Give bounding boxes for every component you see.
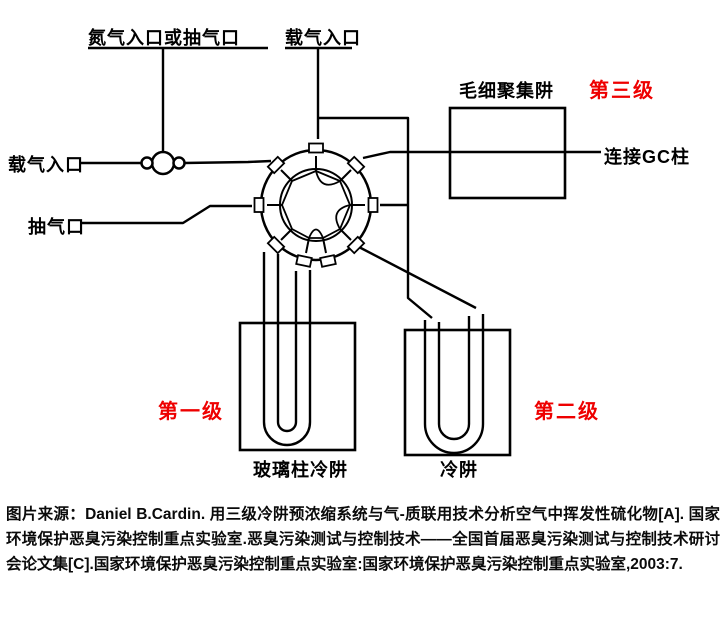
label-cold-trap: 冷阱	[440, 460, 478, 480]
label-carrier-inlet-top: 载气入口	[285, 28, 361, 48]
rotary-valve	[253, 142, 379, 268]
tubing	[80, 46, 601, 319]
label-pump-port: 抽气口	[28, 217, 85, 237]
valve-ports	[253, 142, 379, 268]
trap2-u-outer	[423, 314, 485, 455]
label-nitrogen-inlet: 氮气入口或抽气口	[88, 28, 240, 48]
label-stage-3: 第三级	[589, 80, 655, 102]
ballvalve-to-valve-line	[183, 159, 272, 165]
trap1-box	[238, 321, 357, 452]
label-glass-column-trap: 玻璃柱冷阱	[253, 460, 348, 480]
trap2-u-inner	[437, 316, 471, 441]
capillary-trap-box	[448, 106, 567, 200]
trap2-box	[403, 328, 512, 457]
valve-port	[346, 155, 366, 175]
valve-port	[346, 235, 366, 255]
label-carrier-inlet-left: 载气入口	[8, 155, 84, 175]
ball-valve-body	[150, 150, 176, 176]
valve-port	[295, 254, 313, 268]
valve-port	[266, 155, 286, 175]
pump-line	[80, 204, 252, 225]
trap1-u-outer	[262, 252, 312, 447]
trap2-feed-line	[356, 244, 477, 310]
ball-valve-right-nut	[172, 156, 186, 170]
label-stage-2: 第二级	[534, 401, 600, 423]
valve-port	[253, 197, 265, 213]
gc-line	[362, 150, 601, 160]
valve-port	[319, 254, 337, 268]
boxes	[238, 106, 567, 457]
label-gc-column: 连接GC柱	[604, 147, 690, 167]
valve-port	[308, 142, 324, 154]
label-capillary-trap: 毛细聚集阱	[459, 81, 554, 101]
preconcentration-diagram	[80, 46, 601, 457]
valve-port	[367, 197, 379, 213]
image-source-caption: 图片来源：Daniel B.Cardin. 用三级冷阱预浓缩系统与气-质联用技术…	[6, 506, 720, 574]
valve-port-stubs	[267, 156, 365, 254]
valve-port	[266, 235, 286, 255]
bypass-line	[318, 116, 433, 319]
ball-valve	[140, 150, 186, 176]
trap1-u-tube	[262, 252, 312, 447]
trap1-u-inner	[276, 254, 298, 433]
trap2-u-tube	[423, 314, 485, 455]
ball-valve-left-nut	[140, 156, 154, 170]
valve-rotor-channels	[281, 170, 351, 239]
label-stage-1: 第一级	[158, 401, 224, 423]
